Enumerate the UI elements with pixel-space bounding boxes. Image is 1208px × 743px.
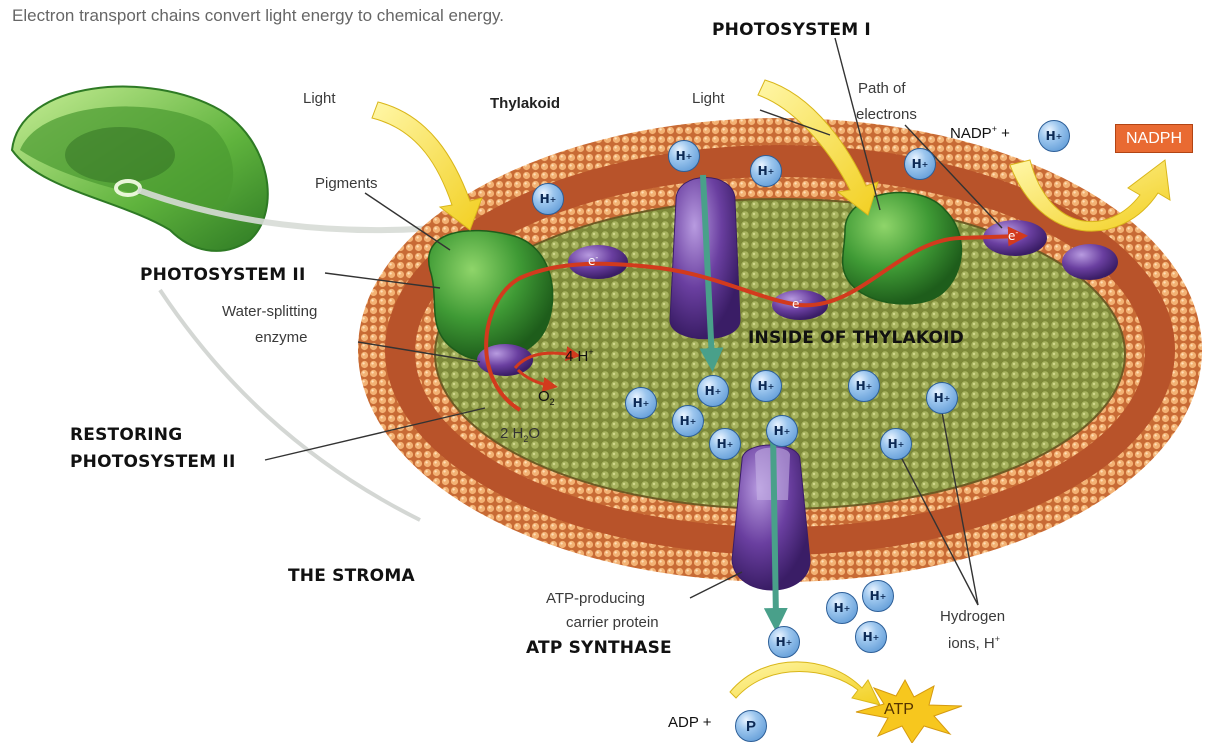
nadp-label: NADP+ + xyxy=(950,124,1010,142)
path-of-electrons-line2: electrons xyxy=(856,106,917,123)
thylakoid-label: Thylakoid xyxy=(490,95,560,112)
electron: e- xyxy=(1008,228,1018,243)
atp-synthase xyxy=(732,430,810,620)
hydrogen-ion: H+ xyxy=(855,621,887,653)
diagram-title: Electron transport chains convert light … xyxy=(12,6,504,26)
hydrogen-ion: H+ xyxy=(826,592,858,624)
atp-label: ATP xyxy=(884,701,914,719)
four-h-label: 4 H+ xyxy=(565,347,594,365)
electron: e- xyxy=(588,253,598,268)
light-label-right: Light xyxy=(692,90,725,107)
hydrogen-ion: H+ xyxy=(848,370,880,402)
hydrogen-ion: H+ xyxy=(750,370,782,402)
photosystem-i-label: PHOTOSYSTEM I xyxy=(712,20,871,40)
stroma-label: THE STROMA xyxy=(288,566,415,586)
hydrogen-ion: H+ xyxy=(672,405,704,437)
hydrogen-ion: H+ xyxy=(709,428,741,460)
hydrogen-ions-line1: Hydrogen xyxy=(940,608,1005,625)
hydrogen-ion: H+ xyxy=(768,626,800,658)
carrier-protein-line2: carrier protein xyxy=(566,614,659,631)
hydrogen-ion: H+ xyxy=(1038,120,1070,152)
path-of-electrons-line1: Path of xyxy=(858,80,906,97)
photosystem-ii-label: PHOTOSYSTEM II xyxy=(140,265,305,285)
phosphate-circle: P xyxy=(735,710,767,742)
hydrogen-ion: H+ xyxy=(750,155,782,187)
hydrogen-ion: H+ xyxy=(532,183,564,215)
hydrogen-ion: H+ xyxy=(668,140,700,172)
hydrogen-ion: H+ xyxy=(697,375,729,407)
proton-pump xyxy=(670,175,740,360)
water-splitting-line2: enzyme xyxy=(255,329,308,346)
electron: e- xyxy=(792,296,802,311)
hydrogen-ion: H+ xyxy=(904,148,936,180)
nadph-box: NADPH xyxy=(1115,124,1193,153)
hydrogen-ion: H+ xyxy=(766,415,798,447)
restoring-label-line2: PHOTOSYSTEM II xyxy=(70,452,235,472)
hydrogen-ion: H+ xyxy=(880,428,912,460)
inside-thylakoid-label: INSIDE OF THYLAKOID xyxy=(748,328,964,348)
light-label-left: Light xyxy=(303,90,336,107)
oxygen-label: O2 xyxy=(538,388,555,407)
water-label: 2 H2O xyxy=(500,425,540,444)
carrier-protein-line1: ATP-producing xyxy=(546,590,645,607)
pigments-label: Pigments xyxy=(315,175,378,192)
adp-label: ADP + xyxy=(668,714,712,731)
hydrogen-ion: H+ xyxy=(926,382,958,414)
water-splitting-line1: Water-splitting xyxy=(222,303,317,320)
hydrogen-ion: H+ xyxy=(625,387,657,419)
atp-synthase-label: ATP SYNTHASE xyxy=(526,638,672,658)
restoring-label-line1: RESTORING xyxy=(70,425,182,445)
hydrogen-ions-line2: ions, H+ xyxy=(948,634,1000,652)
hydrogen-ion: H+ xyxy=(862,580,894,612)
